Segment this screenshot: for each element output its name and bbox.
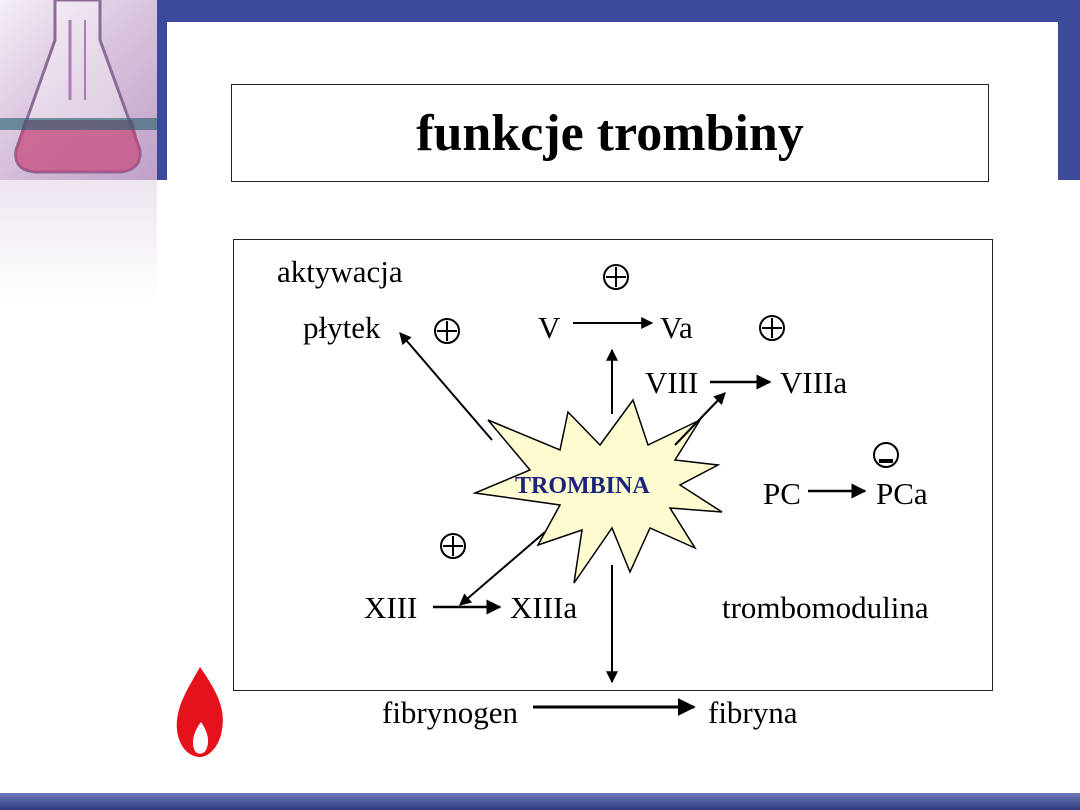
label-factor-viiia: VIIIa	[780, 365, 848, 400]
label-pc: PC	[763, 476, 801, 511]
flask-image	[0, 0, 157, 180]
right-band	[1058, 0, 1080, 180]
label-aktywacja: aktywacja	[277, 254, 403, 289]
label-fibrynogen: fibrynogen	[382, 695, 519, 730]
arrow-to-platelets	[399, 332, 493, 441]
label-plytek: płytek	[303, 310, 381, 345]
arrow-to-factor-xiii	[459, 531, 546, 606]
title-box: funkcje trombiny	[231, 84, 989, 182]
plus-icon	[603, 264, 629, 290]
label-trombomodulina: trombomodulina	[722, 590, 929, 625]
minus-icon	[873, 442, 899, 468]
label-factor-xiii: XIII	[364, 590, 418, 625]
label-factor-va: Va	[660, 310, 693, 345]
flask-icon	[0, 0, 157, 174]
arrow-to-factor-viii	[674, 392, 726, 446]
plus-icon	[440, 533, 466, 559]
label-factor-v: V	[538, 310, 561, 345]
top-band	[0, 0, 1080, 22]
label-trombina: TROMBINA	[515, 473, 650, 499]
thrombin-star	[472, 398, 723, 584]
bottom-band	[0, 793, 1080, 810]
label-pca: PCa	[876, 476, 928, 511]
plus-icon	[434, 318, 460, 344]
left-band	[157, 0, 167, 180]
label-factor-viii: VIII	[645, 365, 699, 400]
flame-icon	[176, 667, 223, 757]
diagram-frame	[233, 239, 993, 691]
slide-title: funkcje trombiny	[416, 104, 804, 162]
flask-reflection	[0, 180, 157, 300]
label-factor-xiiia: XIIIa	[510, 590, 578, 625]
plus-icon	[759, 315, 785, 341]
label-fibryna: fibryna	[708, 695, 798, 730]
